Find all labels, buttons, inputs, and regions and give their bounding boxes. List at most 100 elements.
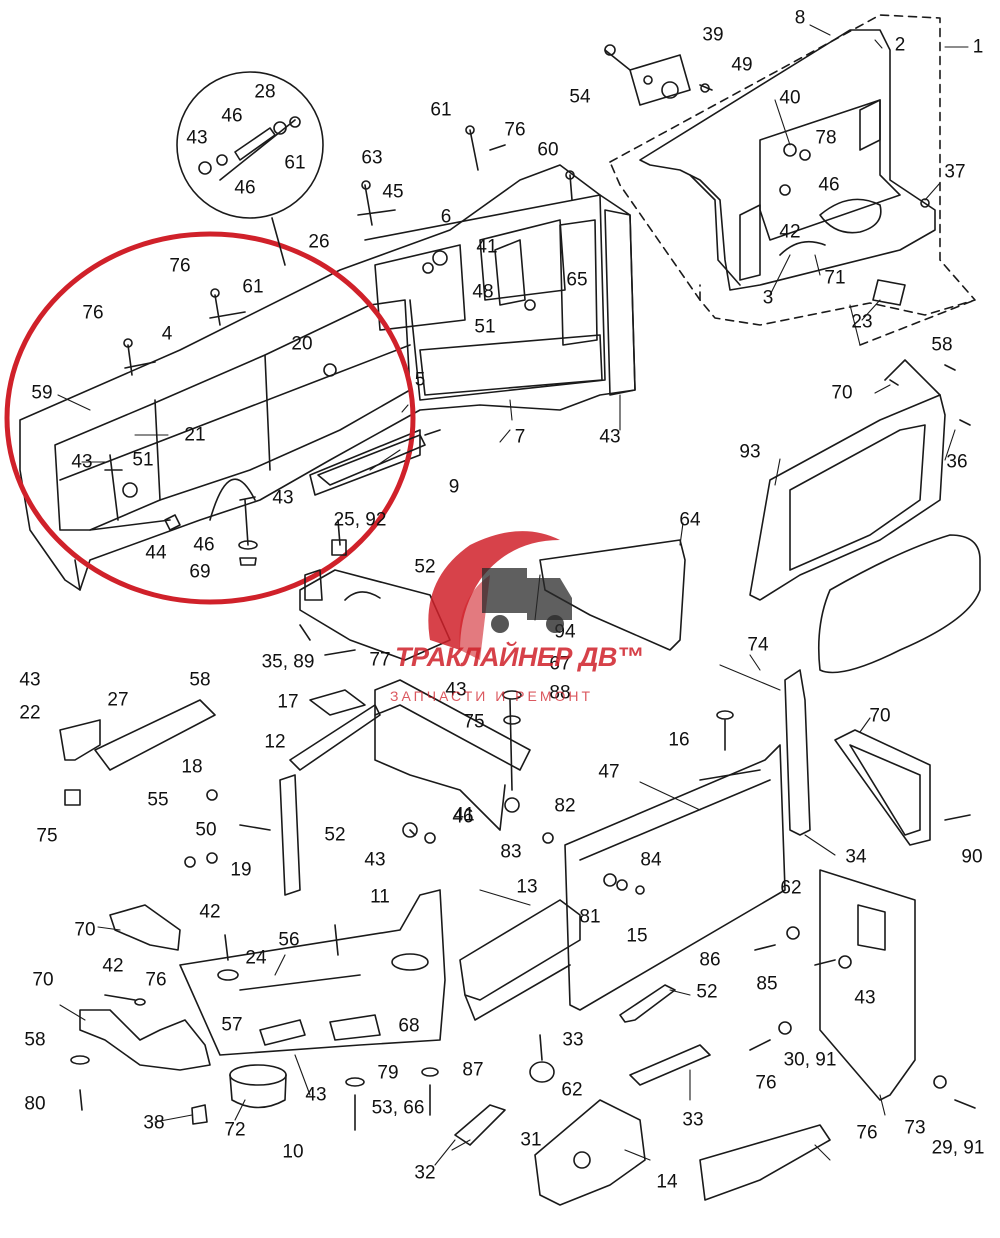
- part-number-label: 58: [931, 334, 953, 356]
- part-number-label: 44: [145, 542, 167, 564]
- part-number-label: 42: [199, 901, 221, 923]
- part-number-label: 76: [755, 1072, 777, 1094]
- part-number-label: 76: [504, 119, 526, 141]
- floor-tray-part: [179, 889, 446, 1056]
- part-number-label: 1: [972, 36, 984, 58]
- part-number-label: 33: [562, 1029, 584, 1051]
- part-number-label: 22: [19, 702, 41, 724]
- part-number-label: 51: [132, 449, 154, 471]
- part-number-label: 38: [143, 1112, 165, 1134]
- part-number-label: 90: [961, 846, 983, 868]
- truck-logo-icon: [428, 531, 572, 660]
- part-number-label: 17: [277, 691, 299, 713]
- part-number-label: 52: [324, 824, 346, 846]
- bushing-part: [529, 1061, 555, 1083]
- part-number-label: 23: [851, 311, 873, 333]
- part-number-label: 29, 91: [931, 1137, 985, 1159]
- part-number-label: 62: [561, 1079, 583, 1101]
- clip-part: [191, 1104, 208, 1125]
- part-number-label: 46: [193, 534, 215, 556]
- part-number-label: 53, 66: [371, 1097, 425, 1119]
- bracket-assembly: [604, 44, 713, 106]
- part-number-label: 75: [463, 711, 485, 733]
- part-number-label: 41: [476, 236, 498, 258]
- part-number-label: 43: [599, 426, 621, 448]
- part-number-label: 46: [221, 105, 243, 127]
- part-number-label: 69: [189, 561, 211, 583]
- part-number-label: 19: [230, 859, 252, 881]
- part-number-label: 70: [869, 705, 891, 727]
- part-number-label: 61: [430, 99, 452, 121]
- part-number-label: 64: [679, 509, 701, 531]
- part-number-label: 70: [32, 969, 54, 991]
- part-number-label: 46: [818, 174, 840, 196]
- part-number-label: 37: [944, 161, 966, 183]
- part-number-label: 67: [549, 653, 571, 675]
- part-number-label: 5: [414, 369, 426, 391]
- part-number-label: 14: [656, 1171, 678, 1193]
- part-number-label: 43: [71, 451, 93, 473]
- part-number-label: 93: [739, 441, 761, 463]
- part-number-label: 59: [31, 382, 53, 404]
- part-number-label: 62: [780, 877, 802, 899]
- window-part: [834, 729, 931, 846]
- part-number-label: 76: [169, 255, 191, 277]
- part-number-label: 20: [291, 333, 313, 355]
- bolts-lower: [70, 364, 976, 1131]
- part-number-label: 9: [448, 476, 460, 498]
- part-number-label: 78: [815, 127, 837, 149]
- part-number-label: 47: [598, 761, 620, 783]
- ring-part: [229, 1064, 287, 1109]
- part-number-label: 52: [696, 981, 718, 1003]
- watermark-brand: ТРАКЛАЙНЕР ДВ™: [395, 642, 644, 672]
- part-number-label: 87: [462, 1059, 484, 1081]
- part-number-label: 15: [626, 925, 648, 947]
- part-number-label: 43: [272, 487, 294, 509]
- part-number-label: 88: [549, 682, 571, 704]
- part-number-label: 51: [474, 316, 496, 338]
- cross-member-part: [279, 679, 531, 896]
- part-number-label: 81: [579, 906, 601, 928]
- part-number-label: 65: [566, 269, 588, 291]
- cover-part-31: [534, 1099, 646, 1206]
- part-number-label: 71: [824, 267, 846, 289]
- part-number-label: 76: [856, 1122, 878, 1144]
- part-number-label: 49: [731, 54, 753, 76]
- part-number-label: 48: [472, 281, 494, 303]
- part-number-label: 74: [747, 634, 769, 656]
- part-number-label: 75: [36, 825, 58, 847]
- strip-part-29: [699, 1124, 831, 1201]
- part-number-label: 10: [282, 1141, 304, 1163]
- part-number-label: 52: [414, 556, 436, 578]
- part-number-label: 24: [245, 947, 267, 969]
- part-number-label: 6: [440, 206, 452, 228]
- part-number-label: 18: [181, 756, 203, 778]
- part-number-label: 43: [186, 127, 208, 149]
- part-number-label: 2: [894, 34, 906, 56]
- part-number-label: 43: [305, 1084, 327, 1106]
- part-number-label: 32: [414, 1162, 436, 1184]
- part-number-label: 8: [794, 7, 806, 29]
- bolts-top: [123, 125, 575, 376]
- highlight-circle: [4, 231, 416, 605]
- part-number-label: 41: [453, 804, 475, 826]
- part-number-label: 73: [904, 1117, 926, 1139]
- plate-part: [872, 279, 906, 306]
- part-number-label: 16: [668, 729, 690, 751]
- cab-shell-part: [639, 29, 936, 291]
- part-number-label: 84: [640, 849, 662, 871]
- detail-inset: [176, 71, 324, 266]
- part-number-label: 76: [82, 302, 104, 324]
- dash-panel-part: [19, 164, 636, 591]
- part-number-label: 7: [514, 426, 526, 448]
- part-number-label: 85: [756, 973, 778, 995]
- part-number-label: 77: [369, 649, 391, 671]
- part-number-label: 61: [242, 276, 264, 298]
- watermark-tagline: ЗАПЧАСТИ И РЕМОНТ: [390, 688, 594, 704]
- part-number-label: 72: [224, 1119, 246, 1141]
- part-number-label: 50: [195, 819, 217, 841]
- part-number-label: 55: [147, 789, 169, 811]
- part-number-label: 36: [946, 451, 968, 473]
- part-number-label: 60: [537, 139, 559, 161]
